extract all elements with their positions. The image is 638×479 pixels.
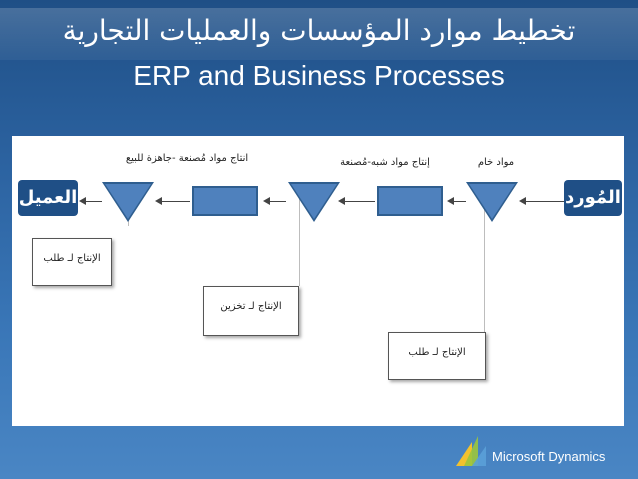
microsoft-dynamics-logo <box>456 436 486 466</box>
flow-line-3 <box>345 201 375 202</box>
inventory-triangle-semi <box>288 182 340 222</box>
inventory-triangle-finished <box>102 182 154 222</box>
flow-arrow-4 <box>263 197 270 205</box>
label-finished-goods: انتاج مواد مُصنعة -جاهزة للبيع <box>125 153 249 164</box>
slide-title-arabic: تخطيط موارد المؤسسات والعمليات التجارية <box>62 14 576 47</box>
process-box-semi-finished <box>377 186 443 216</box>
decoupling-line-3 <box>484 196 485 332</box>
inventory-triangle-raw <box>466 182 518 222</box>
make-to-order-box-left: الإنتاج لـ طلب <box>32 238 112 286</box>
label-semi-finished: إنتاج مواد شبه-مُصنعة <box>340 157 430 168</box>
slide-title-english: ERP and Business Processes <box>133 60 505 91</box>
supplier-node: المُورد <box>564 180 622 216</box>
flow-arrow-6 <box>79 197 86 205</box>
flow-line-1 <box>526 201 564 202</box>
flow-arrow-2 <box>447 197 454 205</box>
flow-line-2 <box>454 201 466 202</box>
customer-node: العميل <box>18 180 78 216</box>
flow-line-4 <box>270 201 286 202</box>
make-to-stock-box: الإنتاج لـ تخزين <box>203 286 299 336</box>
make-to-order-box-right: الإنتاج لـ طلب <box>388 332 486 380</box>
decoupling-line-2 <box>299 196 300 286</box>
flow-arrow-3 <box>338 197 345 205</box>
flow-arrow-5 <box>155 197 162 205</box>
flow-line-6 <box>86 201 102 202</box>
branding-text: Microsoft Dynamics <box>492 449 606 464</box>
title-banner <box>0 8 638 60</box>
flow-line-5 <box>162 201 190 202</box>
process-box-finished <box>192 186 258 216</box>
label-raw-materials: مواد خام <box>477 157 515 168</box>
flow-arrow-1 <box>519 197 526 205</box>
